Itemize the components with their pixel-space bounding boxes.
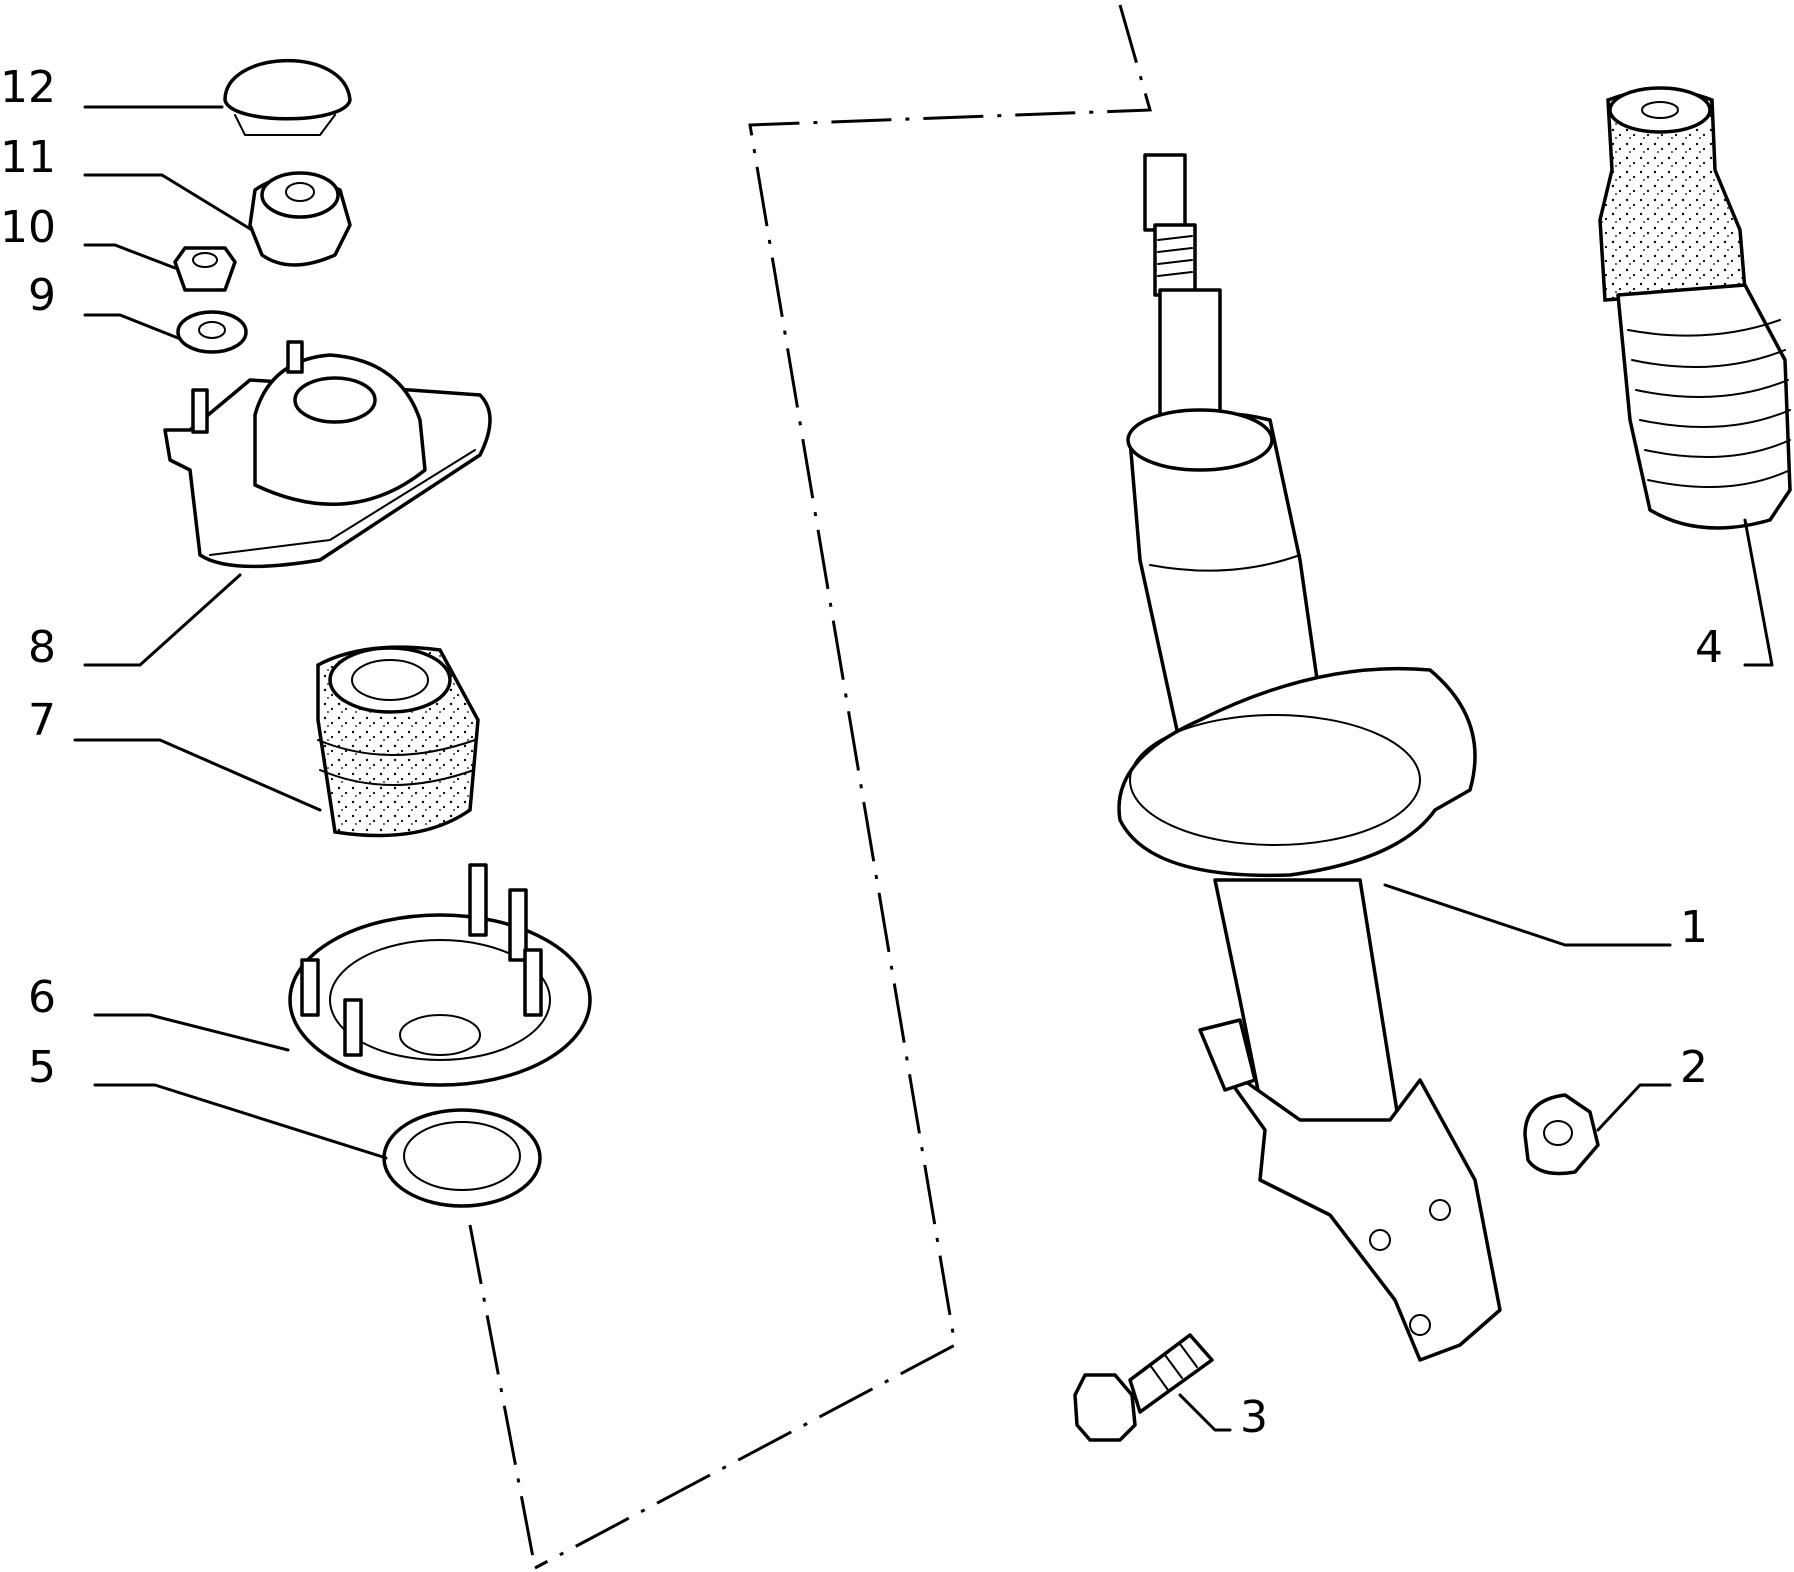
part-4-bellows	[1598, 86, 1792, 530]
part-12-dust-cap	[223, 58, 352, 136]
callout-12: 12	[0, 62, 56, 113]
part-8-upper-mount	[163, 340, 492, 569]
assembly-axis-lines	[468, 4, 1152, 1570]
part-6-spring-seat	[288, 863, 592, 1087]
part-7-bump-stop	[316, 645, 480, 838]
part-5-gasket	[382, 1108, 542, 1208]
callout-8: 8	[28, 622, 56, 673]
callout-4: 4	[1695, 622, 1723, 673]
callout-10: 10	[0, 202, 56, 253]
callout-11: 11	[0, 132, 56, 183]
callout-5: 5	[28, 1042, 56, 1093]
callout-2: 2	[1680, 1042, 1708, 1093]
callout-6: 6	[28, 972, 56, 1023]
part-2-flange-nut	[1523, 1093, 1600, 1176]
part-10-nut	[173, 246, 237, 292]
part-11-bushing-nut	[248, 171, 352, 267]
callout-1: 1	[1680, 902, 1708, 953]
part-3-bolt	[1073, 1333, 1214, 1442]
callout-7: 7	[28, 695, 56, 746]
callout-3: 3	[1240, 1392, 1268, 1443]
part-1-shock-absorber	[1117, 153, 1502, 1362]
part-9-washer	[176, 310, 248, 354]
callout-labels: 12 11 10 9 8 7 6 5 1 2 3 4	[0, 62, 1723, 1443]
leader-lines	[73, 105, 1774, 1432]
callout-9: 9	[28, 270, 56, 321]
